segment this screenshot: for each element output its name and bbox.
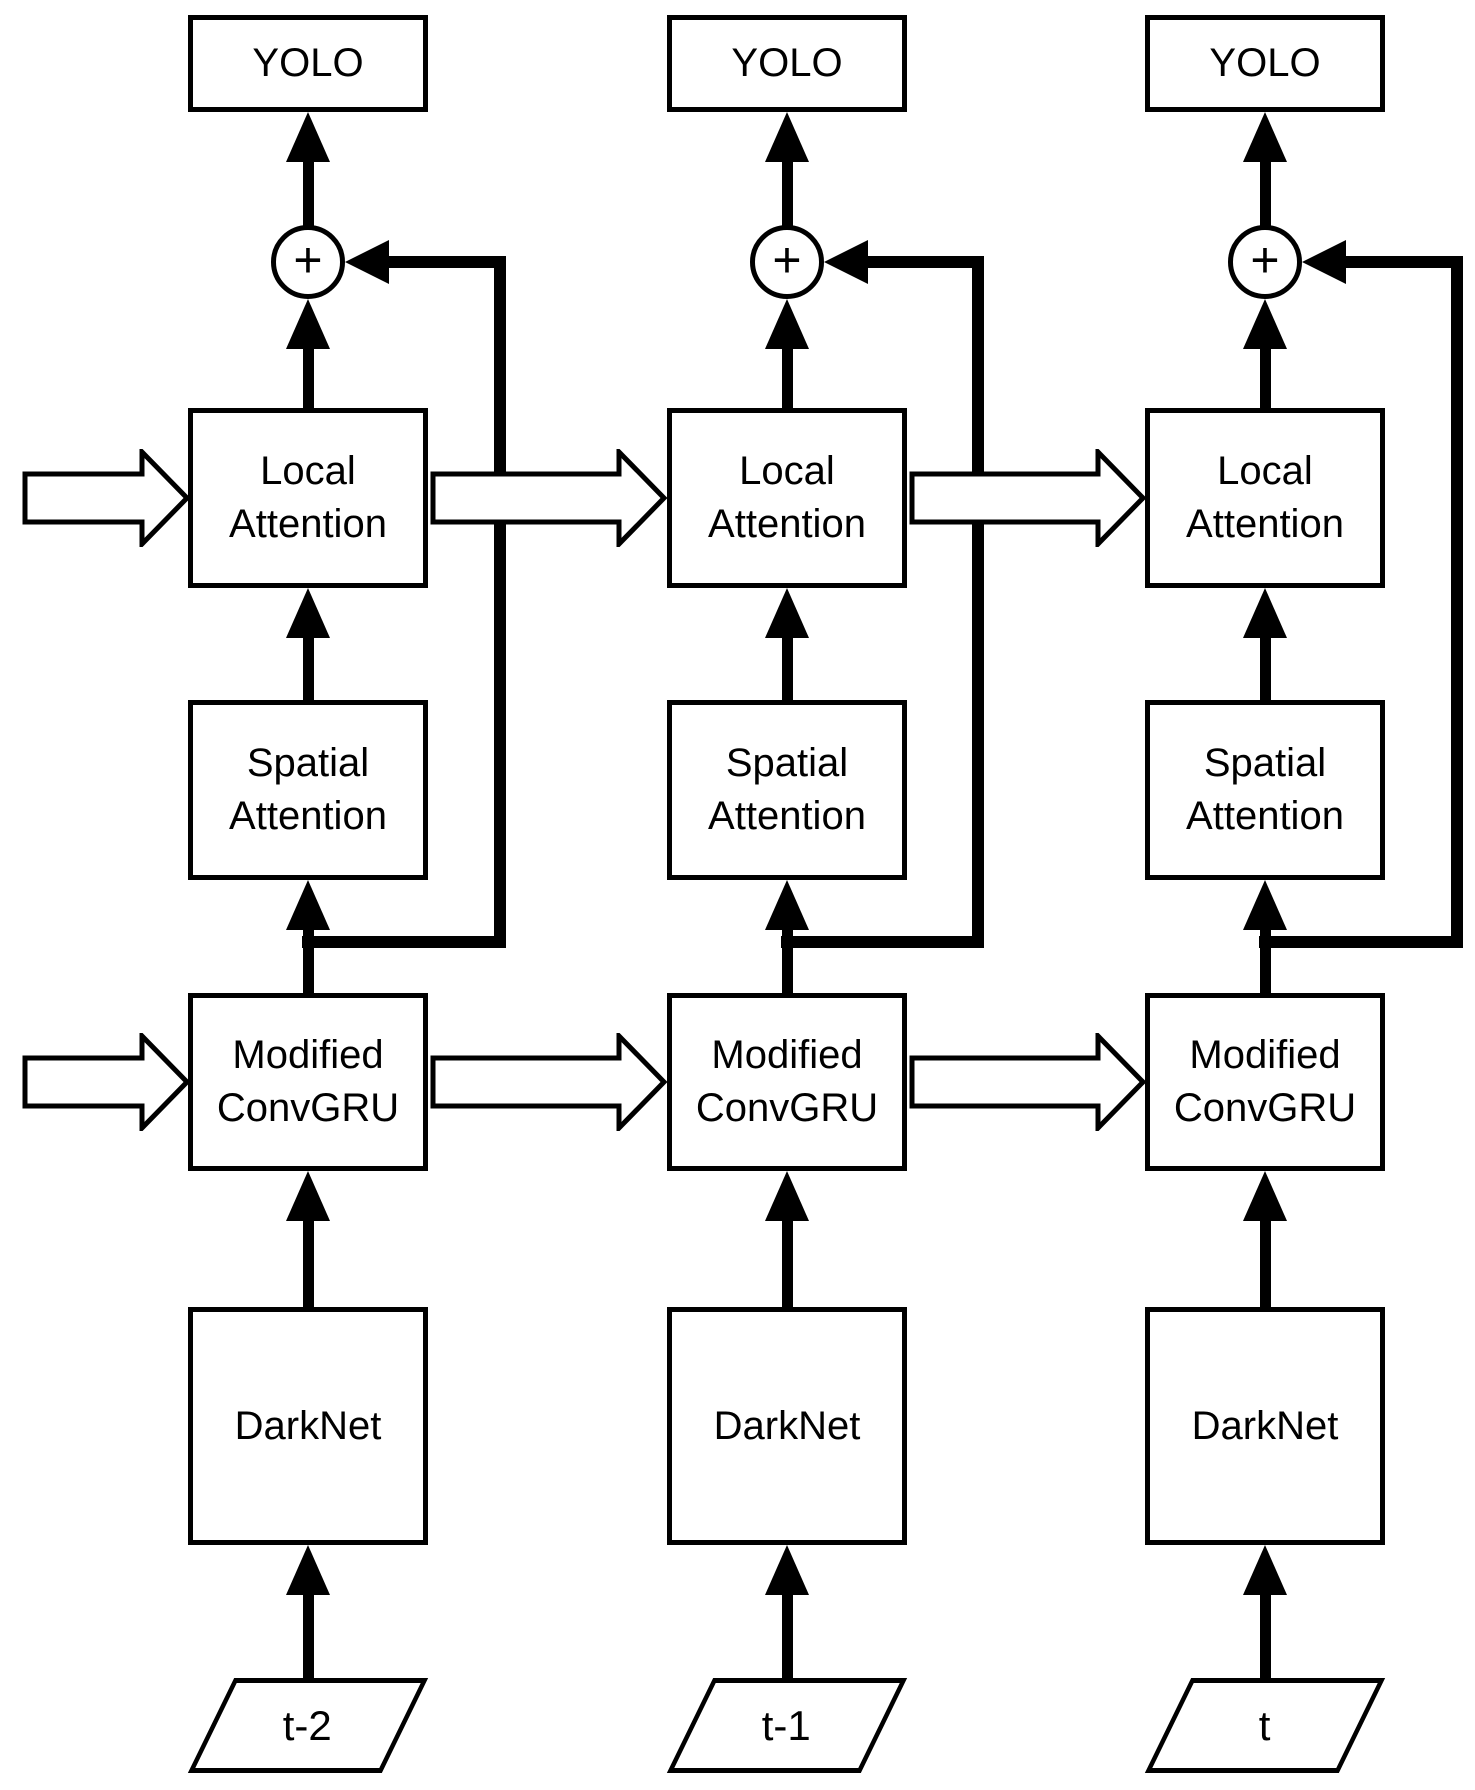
arrow-up-icon xyxy=(1243,588,1287,638)
arrow-spatial-to-local-attention xyxy=(1259,634,1271,702)
arrow-darknet-to-convgru xyxy=(781,1217,793,1310)
arrow-spatial-to-local-attention xyxy=(781,634,793,702)
skip-connection-top-line xyxy=(384,256,506,268)
skip-connection-vertical-line xyxy=(494,256,506,948)
recurrent-state-arrow-icon xyxy=(430,1033,667,1131)
sum-node: + xyxy=(271,225,345,299)
arrow-up-icon xyxy=(765,112,809,162)
arrow-up-icon xyxy=(286,880,330,930)
arrow-up-icon xyxy=(1243,880,1287,930)
arrow-convgru-to-spatial-attention xyxy=(1259,926,1271,996)
convgru-box: Modified ConvGRU xyxy=(667,993,907,1171)
skip-connection-vertical-line xyxy=(1451,256,1463,948)
arrow-sum-to-yolo xyxy=(302,158,314,228)
recurrent-state-arrow-icon xyxy=(909,449,1146,547)
skip-connection-vertical-line xyxy=(972,256,984,948)
arrow-spatial-to-local-attention xyxy=(302,634,314,702)
convgru-box: Modified ConvGRU xyxy=(1145,993,1385,1171)
spatial-attention-box: Spatial Attention xyxy=(188,700,428,880)
arrow-up-icon xyxy=(286,112,330,162)
convgru-box: Modified ConvGRU xyxy=(188,993,428,1171)
arrow-darknet-to-convgru xyxy=(302,1217,314,1310)
arrow-up-icon xyxy=(286,1171,330,1221)
arrow-up-icon xyxy=(286,1545,330,1595)
sum-node: + xyxy=(1228,225,1302,299)
yolo-box: YOLO xyxy=(188,15,428,112)
darknet-box: DarkNet xyxy=(188,1307,428,1545)
arrow-local-attention-to-sum xyxy=(781,345,793,411)
arrow-up-icon xyxy=(1243,1545,1287,1595)
darknet-box: DarkNet xyxy=(667,1307,907,1545)
skip-connection-branch-line xyxy=(302,936,506,948)
arrow-convgru-to-spatial-attention xyxy=(781,926,793,996)
arrow-up-icon xyxy=(765,299,809,349)
arrow-up-icon xyxy=(286,299,330,349)
hidden-state-input-arrow-icon xyxy=(22,449,190,547)
arrow-up-icon xyxy=(765,1171,809,1221)
arrow-input-to-darknet xyxy=(1259,1591,1271,1681)
yolo-box: YOLO xyxy=(1145,15,1385,112)
skip-connection-arrowhead-icon xyxy=(1302,240,1346,284)
timestep-label: t-1 xyxy=(762,1701,812,1749)
skip-connection-top-line xyxy=(1341,256,1463,268)
skip-connection-branch-line xyxy=(781,936,984,948)
arrow-convgru-to-spatial-attention xyxy=(302,926,314,996)
local-attention-box: Local Attention xyxy=(188,408,428,588)
arrow-darknet-to-convgru xyxy=(1259,1217,1271,1310)
arrow-up-icon xyxy=(765,880,809,930)
arrow-up-icon xyxy=(1243,1171,1287,1221)
spatial-attention-box: Spatial Attention xyxy=(1145,700,1385,880)
arrow-input-to-darknet xyxy=(781,1591,793,1681)
timestep-label: t xyxy=(1259,1701,1271,1749)
skip-connection-arrowhead-icon xyxy=(824,240,868,284)
arrow-input-to-darknet xyxy=(302,1591,314,1681)
skip-connection-top-line xyxy=(863,256,984,268)
arrow-local-attention-to-sum xyxy=(302,345,314,411)
local-attention-box: Local Attention xyxy=(667,408,907,588)
recurrent-state-arrow-icon xyxy=(430,449,667,547)
arrow-up-icon xyxy=(1243,112,1287,162)
hidden-state-input-arrow-icon xyxy=(22,1033,190,1131)
sum-node: + xyxy=(750,225,824,299)
arrow-sum-to-yolo xyxy=(781,158,793,228)
arrow-up-icon xyxy=(765,1545,809,1595)
input-frame-parallelogram: t xyxy=(1144,1678,1386,1773)
arrow-up-icon xyxy=(1243,299,1287,349)
arrow-sum-to-yolo xyxy=(1259,158,1271,228)
spatial-attention-box: Spatial Attention xyxy=(667,700,907,880)
skip-connection-branch-line xyxy=(1259,936,1463,948)
recurrent-state-arrow-icon xyxy=(909,1033,1146,1131)
arrow-local-attention-to-sum xyxy=(1259,345,1271,411)
darknet-box: DarkNet xyxy=(1145,1307,1385,1545)
arrow-up-icon xyxy=(286,588,330,638)
timestep-label: t-2 xyxy=(283,1701,333,1749)
yolo-box: YOLO xyxy=(667,15,907,112)
local-attention-box: Local Attention xyxy=(1145,408,1385,588)
arrow-up-icon xyxy=(765,588,809,638)
skip-connection-arrowhead-icon xyxy=(345,240,389,284)
